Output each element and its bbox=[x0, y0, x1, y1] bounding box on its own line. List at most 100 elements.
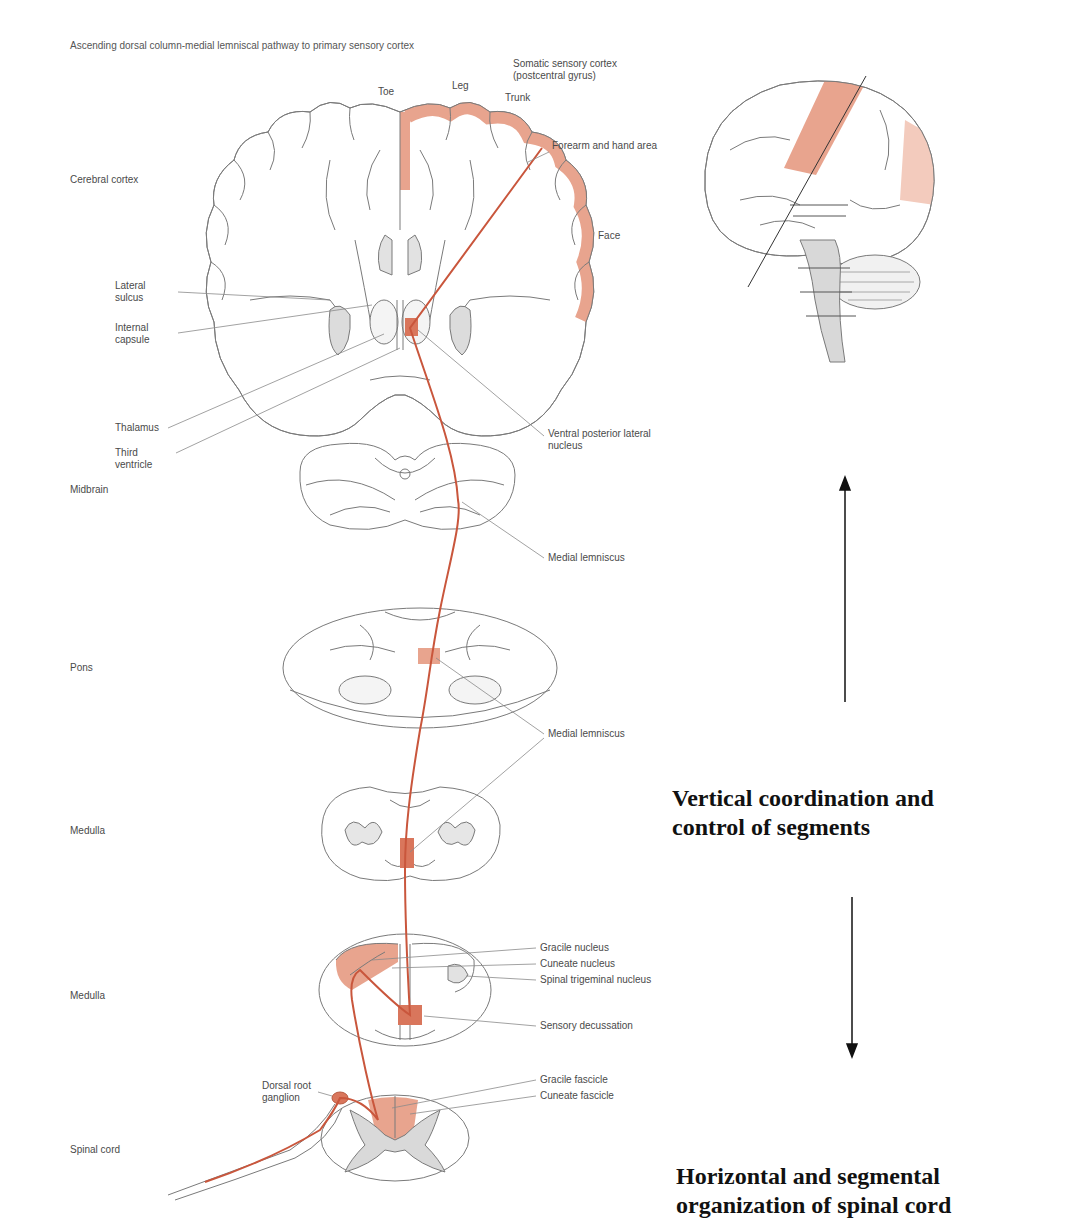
direction-arrow bbox=[840, 477, 850, 490]
cerebrum-section bbox=[400, 112, 410, 190]
leader-line bbox=[462, 502, 544, 558]
level-label: Midbrain bbox=[70, 484, 150, 496]
upper-medulla-section bbox=[345, 822, 382, 845]
cerebrum-section bbox=[370, 300, 398, 344]
structure-label: Medial lemniscus bbox=[548, 552, 658, 564]
level-label: Cerebral cortex bbox=[70, 174, 180, 186]
lateral-brain bbox=[784, 78, 866, 175]
body-part-label: Leg bbox=[452, 80, 482, 92]
lateral-brain bbox=[836, 272, 914, 300]
structure-label: Sensory decussation bbox=[540, 1020, 680, 1032]
leader-line bbox=[178, 305, 372, 333]
figure-title: Ascending dorsal column-medial lemniscal… bbox=[70, 40, 414, 51]
lower-medulla-section bbox=[336, 943, 398, 990]
lateral-brain bbox=[900, 120, 940, 205]
cerebrum-section bbox=[329, 306, 471, 355]
dorsal-root bbox=[175, 1108, 342, 1200]
body-part-label: Face bbox=[598, 230, 648, 242]
leader-line bbox=[436, 658, 544, 734]
level-label: Pons bbox=[70, 662, 150, 674]
pons-section bbox=[290, 690, 550, 718]
cerebrum-section bbox=[400, 112, 401, 230]
leader-line bbox=[176, 348, 400, 453]
level-label: Medulla bbox=[70, 990, 150, 1002]
lemniscus-mark bbox=[418, 648, 440, 664]
leader-line bbox=[392, 1080, 536, 1108]
spinal-cord-section bbox=[321, 1095, 469, 1181]
structure-label: Cuneate nucleus bbox=[540, 958, 680, 970]
leader-line bbox=[528, 152, 549, 162]
pons-section bbox=[283, 608, 557, 728]
cerebrum-section bbox=[355, 240, 445, 330]
body-part-label: Trunk bbox=[505, 92, 545, 104]
lateral-brain bbox=[705, 76, 940, 362]
structure-label: Gracile nucleus bbox=[540, 942, 680, 954]
leader-line bbox=[318, 1092, 332, 1096]
pons-section bbox=[385, 612, 455, 620]
lower-medulla-section bbox=[319, 934, 491, 1046]
direction-arrow bbox=[847, 1044, 857, 1057]
cerebrum-section bbox=[446, 108, 589, 300]
midbrain-section bbox=[400, 469, 410, 479]
body-part-label: Forearm and hand area bbox=[552, 140, 662, 152]
structure-label: Ventral posterior lateral nucleus bbox=[548, 428, 658, 451]
region-label: Somatic sensory cortex (postcentral gyru… bbox=[513, 58, 663, 81]
cerebrum-section bbox=[250, 296, 550, 340]
cerebrum-section bbox=[405, 102, 594, 322]
leader-line bbox=[418, 330, 544, 436]
upper-medulla-section bbox=[322, 787, 500, 881]
midbrain-section bbox=[306, 480, 504, 515]
direction-arrow bbox=[851, 897, 853, 1046]
pons-section bbox=[449, 676, 501, 704]
upper-medulla-section bbox=[322, 787, 500, 881]
leader-line bbox=[168, 152, 549, 1114]
structure-label: Cuneate fascicle bbox=[540, 1090, 680, 1102]
direction-arrow bbox=[840, 477, 857, 1057]
lower-medulla-section bbox=[319, 934, 491, 1046]
structure-label: Internal capsule bbox=[115, 322, 175, 345]
lateral-brain bbox=[830, 255, 920, 309]
midbrain-section bbox=[375, 458, 435, 473]
structure-label: Third ventricle bbox=[115, 447, 175, 470]
structure-label: Medial lemniscus bbox=[548, 728, 658, 740]
cerebrum-section bbox=[378, 235, 421, 275]
pathway-line bbox=[205, 148, 542, 1182]
lateral-brain bbox=[705, 81, 934, 264]
leader-line bbox=[410, 1096, 536, 1114]
leader-line bbox=[372, 948, 536, 960]
cerebrum-section bbox=[405, 102, 594, 322]
cerebrum-section bbox=[370, 376, 430, 380]
spinal-cord-section bbox=[321, 1095, 469, 1181]
organization-heading: Vertical coordination and control of seg… bbox=[672, 784, 972, 843]
leader-line bbox=[168, 334, 384, 428]
pons-section bbox=[339, 676, 391, 704]
upper-medulla-section bbox=[438, 822, 475, 845]
organization-heading: Horizontal and segmental organization of… bbox=[676, 1162, 1074, 1221]
leader-line bbox=[424, 1016, 536, 1026]
pons-section bbox=[283, 608, 557, 728]
leader-line bbox=[410, 738, 544, 852]
cerebrum-section bbox=[211, 108, 354, 300]
spinal-cord-section bbox=[395, 1096, 396, 1138]
cerebrum-section bbox=[397, 300, 403, 350]
lateral-brain bbox=[800, 240, 845, 362]
structure-label: Gracile fascicle bbox=[540, 1074, 680, 1086]
direction-arrow bbox=[844, 488, 846, 702]
structure-label: Lateral sulcus bbox=[115, 280, 175, 303]
dorsal-root bbox=[168, 1092, 348, 1200]
structure-label: Dorsal root ganglion bbox=[262, 1080, 316, 1103]
body-part-label: Toe bbox=[378, 86, 408, 98]
level-label: Medulla bbox=[70, 825, 150, 837]
lateral-brain bbox=[730, 110, 900, 228]
lateral-brain bbox=[790, 205, 856, 316]
level-label: Spinal cord bbox=[70, 1144, 150, 1156]
lateral-brain bbox=[748, 76, 866, 287]
cerebrum-section bbox=[326, 150, 474, 230]
leader-line bbox=[392, 964, 536, 968]
leader-line bbox=[178, 292, 330, 300]
structure-label: Thalamus bbox=[115, 422, 175, 434]
lateral-brain bbox=[784, 78, 940, 205]
structure-label: Spinal trigeminal nucleus bbox=[540, 974, 680, 986]
leader-line bbox=[466, 976, 536, 980]
lemniscus-mark bbox=[400, 838, 414, 868]
